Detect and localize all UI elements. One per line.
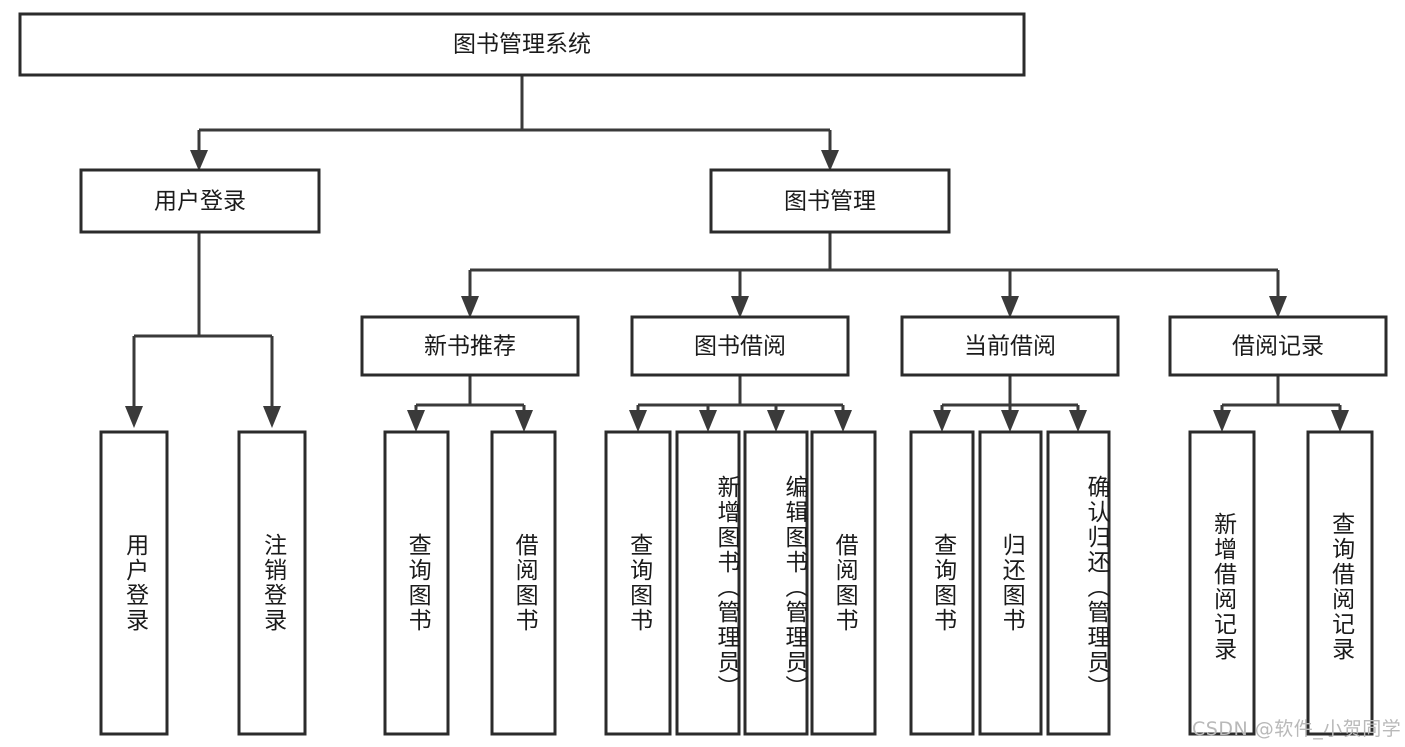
leaf-box-nb-query-book[interactable] bbox=[383, 430, 450, 736]
arrow-head-book-mgmt bbox=[821, 150, 839, 171]
connectors-layer bbox=[125, 75, 1349, 432]
leaf-box-logout[interactable] bbox=[237, 430, 307, 736]
boxes-layer bbox=[18, 12, 1388, 736]
label-book-borrow: 图书借阅 bbox=[694, 334, 786, 360]
label-borrow-record: 借阅记录 bbox=[1232, 334, 1324, 360]
arrow-head-cb-leaf-2 bbox=[1001, 410, 1019, 432]
label-new-book-recommend: 新书推荐 bbox=[424, 334, 516, 360]
leaf-box-nb-borrow-book[interactable] bbox=[490, 430, 557, 736]
arrow-head-cb-leaf-3 bbox=[1069, 410, 1087, 432]
node-box-user-login[interactable] bbox=[79, 168, 321, 234]
label-current-borrow: 当前借阅 bbox=[964, 334, 1056, 360]
leaf-box-bb-add-book[interactable] bbox=[675, 430, 741, 736]
arrow-head-leaf-logout bbox=[263, 406, 281, 428]
arrow-head-leaf-user-login bbox=[125, 406, 143, 428]
node-box-current-borrow[interactable] bbox=[900, 315, 1120, 377]
node-box-book-borrow[interactable] bbox=[630, 315, 850, 377]
node-box-book-management[interactable] bbox=[709, 168, 951, 234]
arrow-head-bb-leaf-2 bbox=[699, 410, 717, 432]
leaf-box-cb-confirm-return[interactable] bbox=[1046, 430, 1111, 736]
arrow-head-borrow-record bbox=[1269, 296, 1287, 318]
leaf-box-cb-query-book[interactable] bbox=[909, 430, 975, 736]
arrow-head-new-book bbox=[461, 296, 479, 318]
leaf-box-bb-borrow-book[interactable] bbox=[810, 430, 877, 736]
leaf-box-br-add-record[interactable] bbox=[1188, 430, 1256, 736]
node-box-root[interactable] bbox=[18, 12, 1026, 77]
leaf-box-user-login[interactable] bbox=[99, 430, 169, 736]
label-user-login: 用户登录 bbox=[154, 189, 246, 215]
arrow-head-bb-leaf-1 bbox=[629, 410, 647, 432]
leaf-box-bb-edit-book[interactable] bbox=[743, 430, 809, 736]
node-box-new-book-recommend[interactable] bbox=[360, 315, 580, 377]
arrow-head-current-borrow bbox=[1001, 296, 1019, 318]
label-book-management: 图书管理 bbox=[784, 189, 876, 215]
arrow-head-nb-leaf-1 bbox=[407, 410, 425, 432]
arrow-head-bb-leaf-4 bbox=[834, 410, 852, 432]
node-box-borrow-record[interactable] bbox=[1168, 315, 1388, 377]
arrow-head-br-leaf-1 bbox=[1213, 410, 1231, 432]
csdn-watermark: CSDN @软件_小贺同学 bbox=[1192, 718, 1402, 740]
horizontal-labels-layer: 图书管理系统 用户登录 图书管理 新书推荐 图书借阅 当前借阅 借阅记录 bbox=[154, 32, 1324, 360]
arrow-head-cb-leaf-1 bbox=[933, 410, 951, 432]
arrow-head-br-leaf-2 bbox=[1331, 410, 1349, 432]
label-root: 图书管理系统 bbox=[453, 32, 591, 58]
arrow-head-borrow-book bbox=[731, 296, 749, 318]
leaf-box-br-query-record[interactable] bbox=[1306, 430, 1374, 736]
arrow-head-nb-leaf-2 bbox=[515, 410, 533, 432]
leaf-box-cb-return-book[interactable] bbox=[978, 430, 1043, 736]
arrow-head-bb-leaf-3 bbox=[767, 410, 785, 432]
arrow-head-user-login bbox=[190, 150, 208, 171]
leaf-box-bb-query-book[interactable] bbox=[604, 430, 672, 736]
